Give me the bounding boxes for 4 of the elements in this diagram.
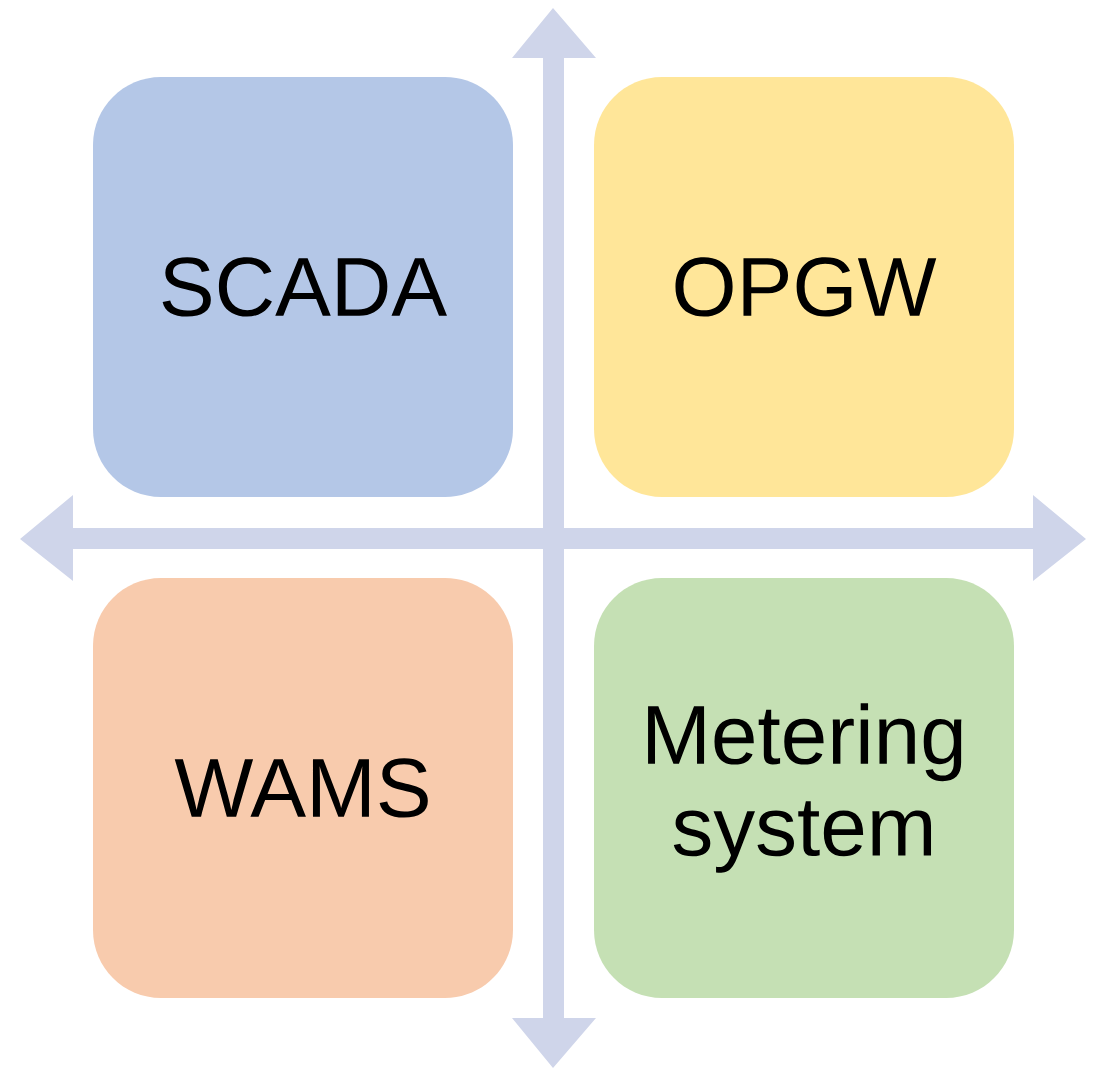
quadrant-box: OPGW	[594, 77, 1014, 497]
quadrant-box: SCADA	[93, 77, 513, 497]
quadrant-box: Metering system	[594, 578, 1014, 998]
quadrant-box: WAMS	[93, 578, 513, 998]
